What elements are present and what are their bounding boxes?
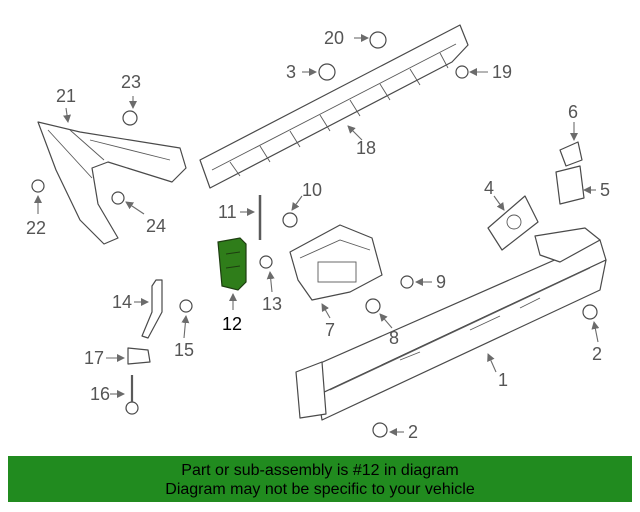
callout-14: 14 [112,292,132,312]
callout-16: 16 [90,384,110,404]
part-4-mounting-plate[interactable] [487,195,539,251]
part-5-plate[interactable] [555,165,585,205]
callout-5: 5 [600,180,610,200]
callout-15: 15 [174,340,194,360]
callout-2-bottom: 2 [408,422,418,442]
callout-21: 21 [56,86,76,106]
leader-lines [34,34,600,436]
callout-10: 10 [302,180,322,200]
callout-24: 24 [146,216,166,236]
callout-19: 19 [492,62,512,82]
callout-2-right: 2 [592,344,602,364]
callout-1: 1 [498,370,508,390]
fasteners [31,31,598,438]
callout-9: 9 [436,272,446,292]
callout-4: 4 [484,178,494,198]
callout-23: 23 [121,72,141,92]
callout-13: 13 [262,294,282,314]
callout-17: 17 [84,348,104,368]
parts-diagram: 20 3 19 23 21 22 24 18 6 5 4 10 11 12 13… [26,24,610,442]
callout-6: 6 [568,102,578,122]
part-12-highlighted-bracket[interactable] [217,237,247,291]
info-banner: Part or sub-assembly is #12 in diagram D… [8,456,632,502]
callout-22: 22 [26,218,46,238]
callout-7: 7 [325,320,335,340]
part-6-clip[interactable] [559,141,583,167]
banner-line-2: Diagram may not be specific to your vehi… [165,481,475,498]
callout-labels: 20 3 19 23 21 22 24 18 6 5 4 10 11 12 13… [26,28,610,442]
part-21-side-bracket[interactable] [37,121,187,245]
part-18-upper-reinforcement[interactable] [199,24,469,189]
callout-20: 20 [324,28,344,48]
callout-18: 18 [356,138,376,158]
callout-8: 8 [389,328,399,348]
banner-line-1: Part or sub-assembly is #12 in diagram [181,462,459,479]
callout-12: 12 [222,314,242,334]
callout-11: 11 [218,202,237,222]
part-14-bracket[interactable] [141,279,163,339]
part-7-mount-bracket[interactable] [289,224,383,301]
part-1-bumper-beam[interactable] [295,227,607,421]
callout-3: 3 [286,62,296,82]
